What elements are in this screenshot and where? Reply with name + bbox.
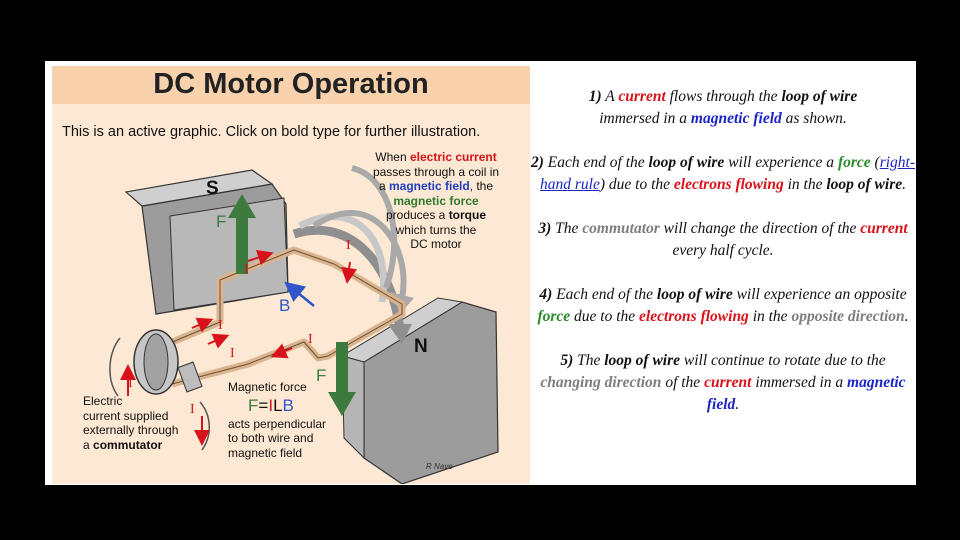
caption-force: Magnetic force F=ILB acts perpendicular … [228, 380, 358, 460]
pole-n-label: N [414, 336, 428, 358]
step-2: 2) Each end of the loop of wire will exp… [530, 152, 916, 196]
current-label: I [128, 376, 133, 392]
step-4: 4) Each end of the loop of wire will exp… [530, 284, 916, 328]
current-label: I [244, 262, 249, 278]
step-5: 5) The loop of wire will continue to rot… [530, 350, 916, 416]
magnetic-force-link[interactable]: magnetic force [393, 194, 478, 208]
field-label: B [279, 296, 290, 316]
steps-list: 1) A current flows through the loop of w… [530, 86, 916, 438]
caption-supply: Electric current supplied externally thr… [83, 394, 223, 452]
north-pole-magnet [342, 298, 498, 484]
dc-motor-figure: DC Motor Operation This is an active gra… [52, 66, 530, 484]
current-label: I [308, 332, 313, 348]
step-1: 1) A current flows through the loop of w… [530, 86, 916, 130]
torque-link[interactable]: torque [449, 208, 486, 222]
step-3: 3) The commutator will change the direct… [530, 218, 916, 262]
current-label: I [218, 318, 223, 334]
pole-s-label: S [206, 178, 219, 200]
force-equation: F=ILB [228, 395, 358, 417]
current-label: I [230, 346, 235, 362]
magnetic-field-arrow [292, 288, 314, 306]
force-label-top: F [216, 212, 226, 232]
credit: R Nave [426, 462, 453, 471]
caption-top: When electric current passes through a c… [346, 150, 526, 252]
magnetic-field-link[interactable]: magnetic field [389, 179, 470, 193]
commutator-link[interactable]: commutator [93, 438, 162, 452]
electric-current-link[interactable]: electric current [410, 150, 497, 164]
